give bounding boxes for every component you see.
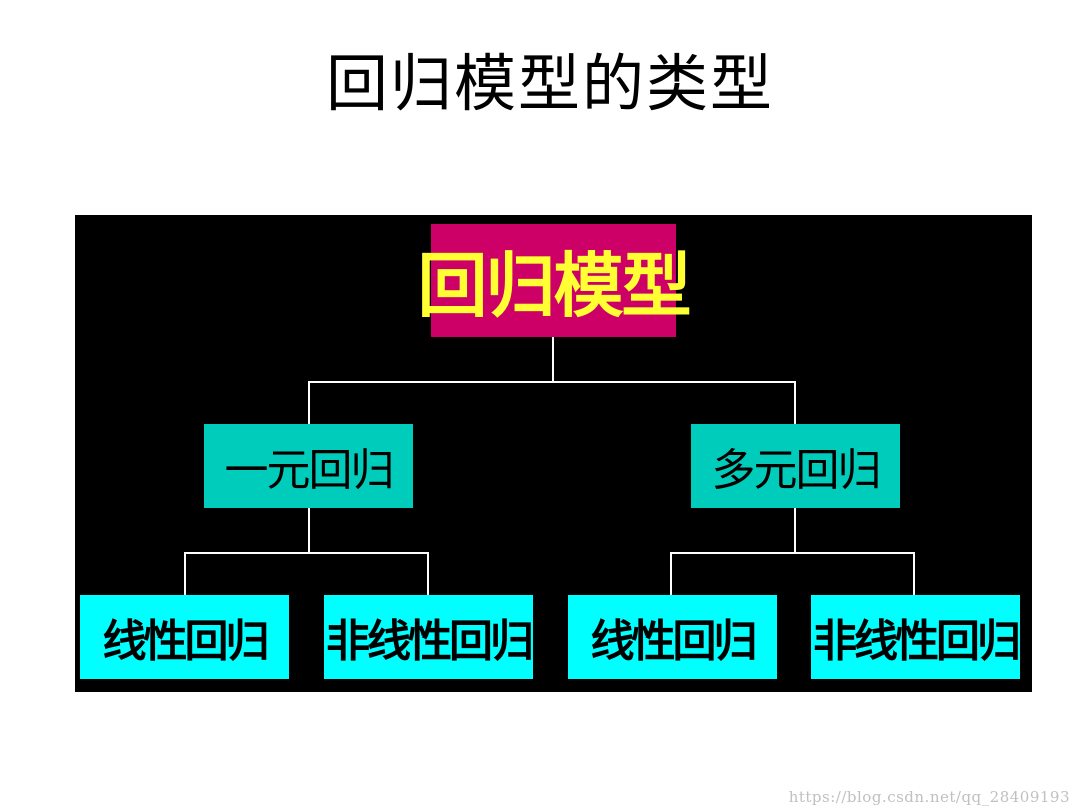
node-regression-model: 回归模型	[418, 224, 692, 337]
connector-to-leaf-4	[913, 552, 915, 595]
watermark-url: https://blog.csdn.net/qq_28409193	[788, 788, 1070, 806]
connector-multiple-bar	[670, 552, 915, 554]
connector-to-multiple	[794, 381, 796, 424]
connector-simple-stem	[308, 508, 310, 552]
diagram-panel: 回归模型 一元回归 多元回归 线性回归 非线性回归 线性回归 非线性回归	[75, 215, 1032, 692]
node-simple-nonlinear: 非线性回归	[324, 595, 534, 679]
connector-to-leaf-3	[670, 552, 672, 595]
node-multiple-regression: 多元回归	[691, 424, 900, 508]
node-simple-linear: 线性回归	[80, 595, 289, 679]
connector-to-simple	[308, 381, 310, 424]
node-multiple-nonlinear: 非线性回归	[811, 595, 1021, 679]
node-simple-regression: 一元回归	[204, 424, 413, 508]
connector-multiple-stem	[794, 508, 796, 552]
connector-root-stem	[552, 337, 554, 381]
connector-to-leaf-2	[427, 552, 429, 595]
node-multiple-linear: 线性回归	[568, 595, 777, 679]
connector-root-bar	[308, 381, 796, 383]
page-title: 回归模型的类型	[325, 47, 774, 120]
connector-to-leaf-1	[184, 552, 186, 595]
connector-simple-bar	[184, 552, 429, 554]
